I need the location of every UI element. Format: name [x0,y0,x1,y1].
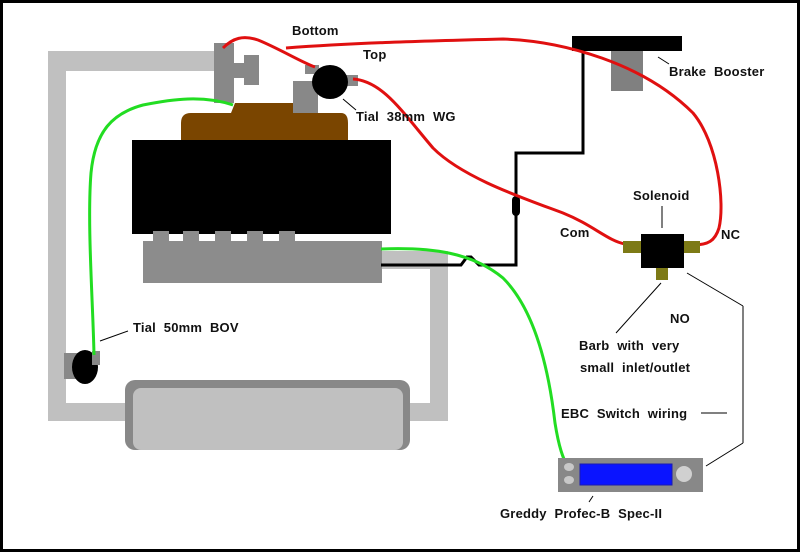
check-valve [512,196,520,216]
solenoid-body [641,234,684,268]
label-bov: Tial 50mm BOV [133,320,239,335]
charge-piping [48,51,448,421]
pipe-bottom-left [48,403,128,421]
compressor-fitting [203,43,259,103]
bov-port [92,351,100,365]
label-controller: Greddy Profec-B Spec-II [500,506,663,521]
label-com: Com [560,225,590,240]
vacuum-line-ebc [380,247,570,469]
pipe-right-vertical [430,251,448,421]
ebc-controller [558,458,703,492]
solenoid-port-com [623,241,642,253]
label-wastegate: Tial 38mm WG [356,109,456,124]
intake-manifold [143,231,382,283]
vacuum-line-wastegate-bottom [221,36,316,69]
label-brake-booster: Brake Booster [669,64,765,79]
label-top: Top [363,47,387,62]
bov-body [72,350,98,384]
vacuum-line-brake-booster [381,51,585,267]
wastegate-port-bottom [305,65,319,74]
pipe-bottom-right [408,403,448,421]
label-solenoid: Solenoid [633,188,690,203]
pipe-left [48,51,66,421]
leader-lines [99,56,744,503]
vacuum-line-bov [88,97,234,356]
intercooler [125,380,410,450]
label-barb-line2: small inlet/outlet [580,360,691,375]
wastegate-port-top [345,75,358,86]
solenoid-port-nc [683,241,700,253]
pipe-top [48,51,233,71]
engine-block [132,140,391,234]
label-ebc-wiring: EBC Switch wiring [561,406,688,421]
brake-booster-body [611,51,643,91]
label-barb-line1: Barb with very [579,338,680,353]
wastegate-body [312,65,348,99]
vacuum-line-com [352,77,626,246]
vacuum-line-nc [285,37,723,247]
label-no: NO [670,311,690,326]
label-nc: NC [721,227,741,242]
brake-booster-bar [572,36,682,51]
turbo-housing [181,103,348,143]
solenoid-port-no [656,265,668,280]
label-bottom: Bottom [292,23,339,38]
diagram-svg [48,36,744,503]
